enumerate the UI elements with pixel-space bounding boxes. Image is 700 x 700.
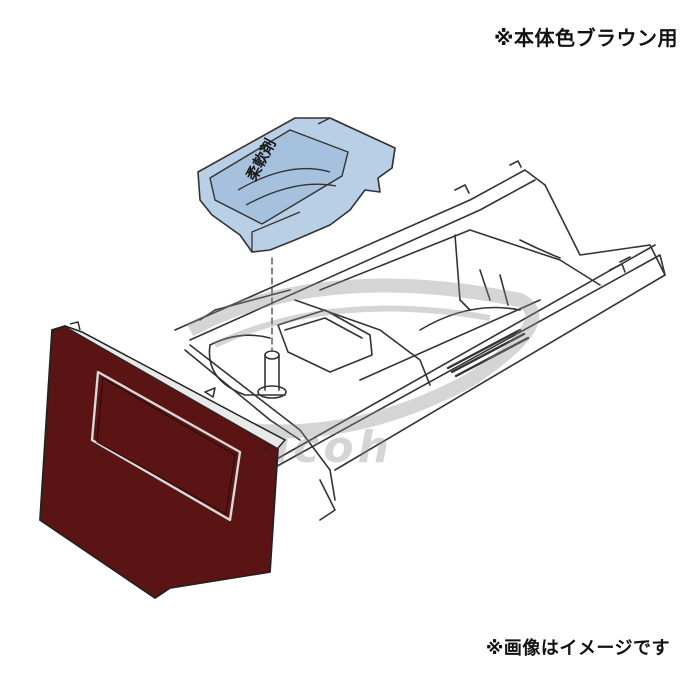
softener-cup: 柔軟剤 bbox=[197, 117, 396, 253]
siphon-post bbox=[257, 257, 287, 399]
cup-pocket bbox=[208, 309, 373, 396]
watermark-logo: Daicoh bbox=[186, 278, 540, 473]
image-note: ※画像はイメージです bbox=[485, 638, 670, 659]
color-note: ※本体色ブラウン用 bbox=[494, 26, 678, 50]
drawer-body bbox=[174, 160, 666, 521]
arrow-marker bbox=[204, 387, 216, 398]
front-panel bbox=[39, 321, 287, 599]
